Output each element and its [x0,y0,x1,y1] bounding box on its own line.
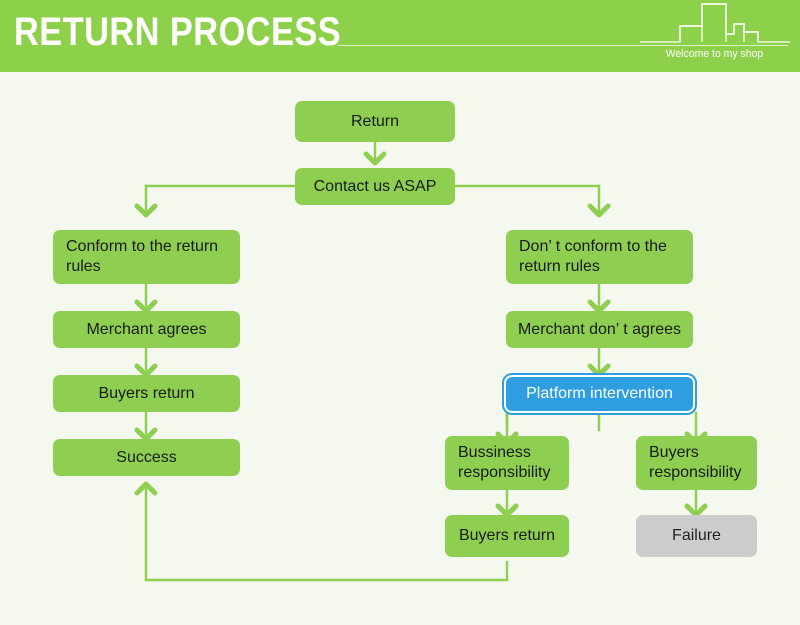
node-merchant-dont-agrees[interactable]: Merchant don’ t agrees [506,311,693,348]
node-success[interactable]: Success [53,439,240,476]
flowchart-connectors [134,140,708,582]
header-tagline: Welcome to my shop [665,48,764,60]
node-merchant-agrees[interactable]: Merchant agrees [53,311,240,348]
node-failure[interactable]: Failure [636,515,757,557]
node-buyers-return-left[interactable]: Buyers return [53,375,240,412]
node-platform-intervention[interactable]: Platform intervention [504,375,695,413]
city-skyline-icon [640,3,790,43]
page-title: RETURN PROCESS [14,10,342,54]
node-return[interactable]: Return [295,101,455,142]
node-dont-conform-to-return-rules[interactable]: Don’ t conform to the return rules [506,230,693,284]
node-conform-to-return-rules[interactable]: Conform to the return rules [53,230,240,284]
node-buyers-responsibility[interactable]: Buyers responsibility [636,436,757,490]
node-contact-us-asap[interactable]: Contact us ASAP [295,168,455,205]
node-buyers-return-right[interactable]: Buyers return [445,515,569,557]
page-header: RETURN PROCESS Welcome to my shop [0,0,800,72]
header-divider-rule [338,45,788,46]
node-bussiness-responsibility[interactable]: Bussiness responsibility [445,436,569,490]
flowchart-canvas: Return Contact us ASAP Conform to the re… [0,72,800,625]
